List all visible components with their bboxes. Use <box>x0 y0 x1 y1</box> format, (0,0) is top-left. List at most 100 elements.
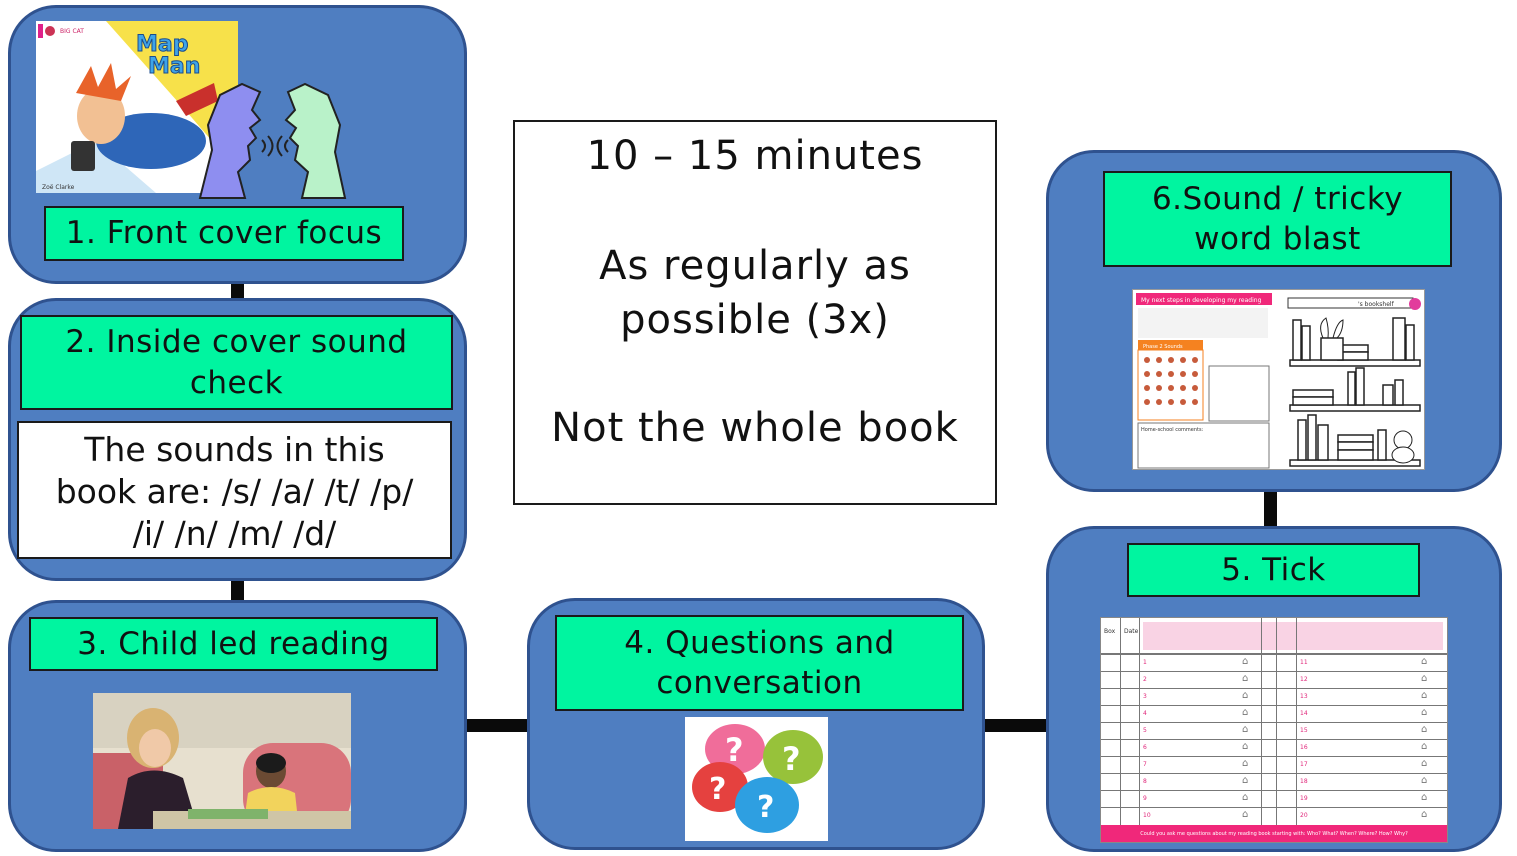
house-tick-icon: ⌂ <box>1421 775 1428 786</box>
connector-2-3 <box>231 580 244 602</box>
book-title-2: Man <box>148 54 200 79</box>
connector-4-5 <box>984 719 1048 732</box>
house-tick-icon: ⌂ <box>1242 673 1249 684</box>
book-series: BIG CAT <box>60 28 84 35</box>
house-tick-icon: ⌂ <box>1242 792 1249 803</box>
house-tick-icon: ⌂ <box>1242 656 1249 667</box>
tick-row-number-right: 11 <box>1300 659 1308 666</box>
step-6-label: 6.Sound / tricky word blast <box>1103 171 1452 267</box>
tick-row-number-right: 18 <box>1300 778 1308 785</box>
step-5-label: 5. Tick <box>1127 543 1420 597</box>
tick-col-date: Date <box>1124 628 1139 635</box>
tick-row: 4 14 ⌂ ⌂ <box>1101 705 1447 722</box>
house-tick-icon: ⌂ <box>1421 809 1428 820</box>
tick-row-number-right: 14 <box>1300 710 1308 717</box>
house-tick-icon: ⌂ <box>1242 758 1249 769</box>
svg-text:?: ? <box>757 790 774 825</box>
house-tick-icon: ⌂ <box>1242 809 1249 820</box>
step-6-text-2: word blast <box>1194 221 1361 257</box>
house-tick-icon: ⌂ <box>1421 690 1428 701</box>
svg-text:?: ? <box>709 772 726 807</box>
info-frequency-1: As regularly as <box>599 243 911 289</box>
tick-row-number-left: 5 <box>1143 727 1147 734</box>
house-tick-icon: ⌂ <box>1421 741 1428 752</box>
house-tick-icon: ⌂ <box>1421 673 1428 684</box>
svg-text:?: ? <box>782 740 801 778</box>
ws-bookshelf: 's bookshelf <box>1358 301 1395 308</box>
tick-footer: Could you ask me questions about my read… <box>1140 830 1408 837</box>
tick-row: 3 13 ⌂ ⌂ <box>1101 688 1447 705</box>
tick-row-number-left: 7 <box>1143 761 1147 768</box>
house-tick-icon: ⌂ <box>1242 775 1249 786</box>
info-box: 10 – 15 minutes As regularly as possible… <box>513 120 997 505</box>
tick-row: 2 12 ⌂ ⌂ <box>1101 671 1447 688</box>
step-2-text-1: 2. Inside cover sound <box>65 324 408 361</box>
tick-row-number-right: 20 <box>1300 812 1308 819</box>
tick-row-number-left: 1 <box>1143 659 1147 666</box>
sounds-line-1: The sounds in this <box>84 430 385 469</box>
house-tick-icon: ⌂ <box>1421 758 1428 769</box>
tick-row-number-right: 15 <box>1300 727 1308 734</box>
sounds-box: The sounds in this book are: /s/ /a/ /t/… <box>17 421 452 559</box>
house-tick-icon: ⌂ <box>1421 724 1428 735</box>
tick-row: 9 19 ⌂ ⌂ <box>1101 790 1447 807</box>
house-tick-icon: ⌂ <box>1421 656 1428 667</box>
tick-row-number-left: 10 <box>1143 812 1151 819</box>
tick-row: 6 16 ⌂ ⌂ <box>1101 739 1447 756</box>
step-4-text-1: 4. Questions and <box>624 624 895 661</box>
book-title-1: Map <box>136 32 189 57</box>
house-tick-icon: ⌂ <box>1242 724 1249 735</box>
connector-3-4 <box>466 719 530 732</box>
info-frequency-2: possible (3x) <box>620 297 890 343</box>
tick-col-box: Box <box>1104 628 1116 635</box>
tick-row-number-left: 4 <box>1143 710 1147 717</box>
reading-photo <box>93 693 351 829</box>
ws-comments: Home-school comments: <box>1141 427 1204 433</box>
info-duration: 10 – 15 minutes <box>586 133 924 179</box>
sounds-line-2: book are: /s/ /a/ /t/ /p/ <box>55 472 414 511</box>
info-not-whole-book: Not the whole book <box>551 405 959 451</box>
connector-1-2 <box>231 282 244 300</box>
house-tick-icon: ⌂ <box>1242 707 1249 718</box>
tick-row-number-left: 9 <box>1143 795 1147 802</box>
talking-heads-icon <box>190 80 355 200</box>
tick-row-number-right: 16 <box>1300 744 1308 751</box>
step-2-text-2: check <box>189 364 284 401</box>
tick-row-number-right: 13 <box>1300 693 1308 700</box>
step-3-label: 3. Child led reading <box>29 617 438 671</box>
tick-row-number-right: 12 <box>1300 676 1308 683</box>
tick-row-number-left: 6 <box>1143 744 1147 751</box>
step-4-text-2: conversation <box>656 665 863 701</box>
step-4-label: 4. Questions and conversation <box>555 615 964 711</box>
house-tick-icon: ⌂ <box>1242 741 1249 752</box>
tick-row: 10 20 ⌂ ⌂ <box>1101 807 1447 824</box>
house-tick-icon: ⌂ <box>1421 707 1428 718</box>
step-6-text-1: 6.Sound / tricky <box>1151 180 1404 217</box>
connector-5-6 <box>1264 492 1277 528</box>
tick-row: 7 17 ⌂ ⌂ <box>1101 756 1447 773</box>
step-2-label: 2. Inside cover sound check <box>20 315 453 410</box>
ws-phase: Phase 2 Sounds <box>1143 344 1183 350</box>
tick-row-number-left: 8 <box>1143 778 1147 785</box>
book-cover-image: BIG CAT Map Man Zoë Clarke <box>36 21 238 193</box>
tick-row-number-left: 2 <box>1143 676 1147 683</box>
tick-row-number-right: 17 <box>1300 761 1308 768</box>
sounds-line-3: /i/ /n/ /m/ /d/ <box>132 514 337 553</box>
question-bubbles-icon: ? ? ? ? <box>685 717 828 841</box>
sound-worksheet-image: My next steps in developing my reading P… <box>1132 289 1425 470</box>
ws-heading: My next steps in developing my reading <box>1141 297 1262 304</box>
tick-row-number-right: 19 <box>1300 795 1308 802</box>
tick-row-number-left: 3 <box>1143 693 1147 700</box>
tick-row: 5 15 ⌂ ⌂ <box>1101 722 1447 739</box>
tick-row: 8 18 ⌂ ⌂ <box>1101 773 1447 790</box>
step-1-label: 1. Front cover focus <box>44 206 404 261</box>
step-1-text: 1. Front cover focus <box>65 215 383 252</box>
step-5-text: 5. Tick <box>1221 551 1326 588</box>
svg-text:?: ? <box>725 731 744 769</box>
house-tick-icon: ⌂ <box>1421 792 1428 803</box>
house-tick-icon: ⌂ <box>1242 690 1249 701</box>
book-author: Zoë Clarke <box>42 184 75 191</box>
step-3-text: 3. Child led reading <box>77 625 390 662</box>
